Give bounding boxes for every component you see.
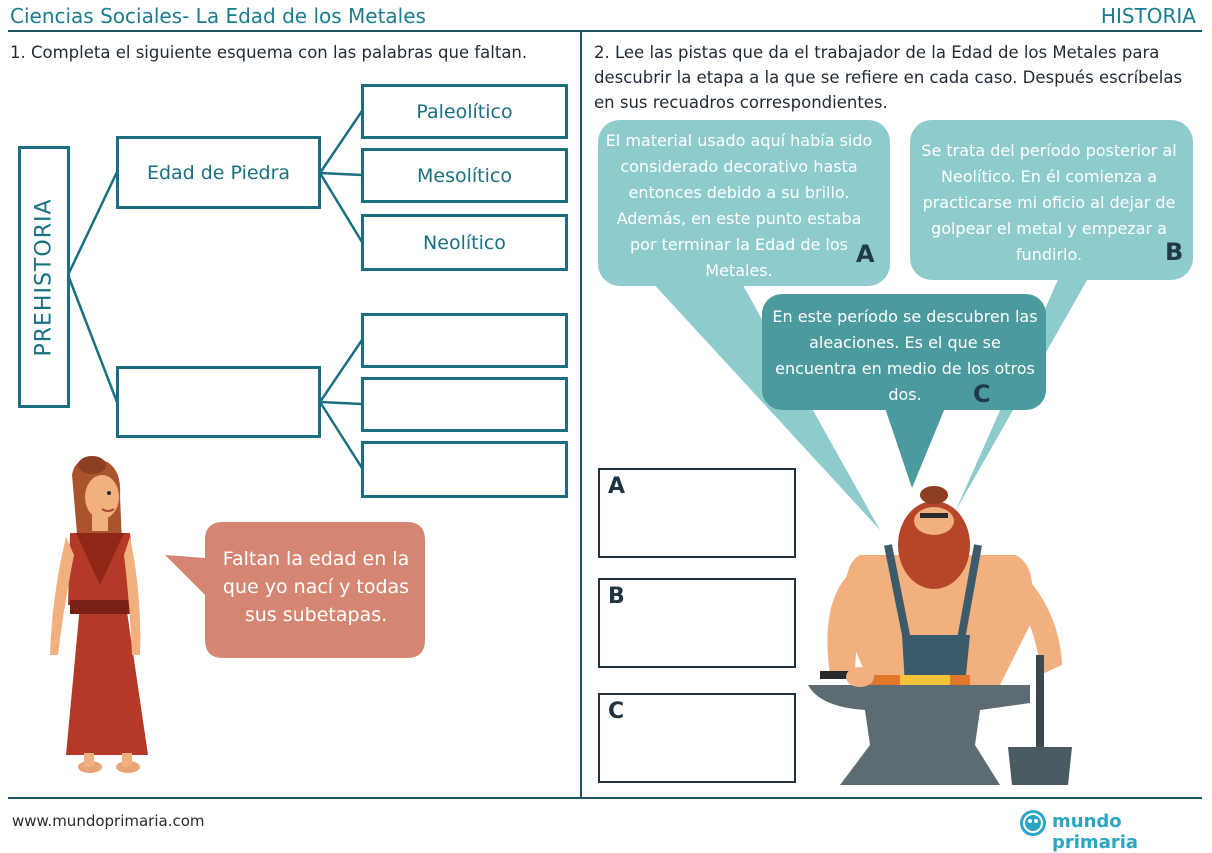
answer-box-c[interactable]: C (598, 693, 796, 783)
clue-a-letter: A (856, 240, 875, 268)
clue-c-letter: C (973, 380, 991, 408)
header-divider (8, 30, 1202, 32)
branch2-blank-box[interactable] (116, 366, 321, 438)
subbranch2-blank-3[interactable] (361, 441, 568, 498)
prehistoric-woman-illustration (50, 456, 148, 773)
subbranch-label: Mesolítico (417, 164, 512, 187)
subbranch2-blank-1[interactable] (361, 313, 568, 368)
prehistoria-label: PREHISTORIA (31, 197, 57, 357)
answer-label-c: C (608, 699, 625, 724)
subbranch2-blank-2[interactable] (361, 377, 568, 432)
clue-b-letter: B (1165, 238, 1184, 266)
section1-instruction: 1. Completa el siguiente esquema con las… (10, 43, 528, 62)
clue-b-text: Se trata del período posterior al Neolít… (921, 141, 1177, 264)
branch1-label: Edad de Piedra (146, 161, 291, 184)
blacksmith-illustration (808, 486, 1072, 785)
subject-label: HISTORIA (1100, 4, 1196, 28)
prehistoria-box: PREHISTORIA (18, 146, 70, 408)
subbranch-label: Neolítico (423, 231, 506, 254)
subbranch-neolitico: Neolítico (361, 214, 568, 271)
column-divider (580, 32, 582, 798)
clue-a-text: El material usado aquí había sido consid… (605, 131, 873, 280)
woman-speech-bubble (165, 522, 425, 658)
woman-speech-text: Faltan la edad en la que yo nací y todas… (222, 548, 410, 626)
footer-website: www.mundoprimaria.com (12, 812, 205, 830)
scheme-connectors (66, 110, 364, 469)
answer-label-a: A (608, 474, 626, 499)
subbranch-label: Paleolítico (416, 100, 513, 123)
section2-instruction: 2. Lee las pistas que da el trabajador d… (594, 43, 1183, 112)
footer-brand: mundo primaria (1052, 811, 1139, 853)
answer-box-b[interactable]: B (598, 578, 796, 668)
footer-divider (8, 797, 1202, 799)
subbranch-mesolitico: Mesolítico (361, 148, 568, 203)
answer-label-b: B (608, 584, 625, 609)
branch-edad-de-piedra: Edad de Piedra (116, 136, 321, 209)
clue-bubbles (598, 120, 1193, 530)
answer-box-a[interactable]: A (598, 468, 796, 558)
clue-c-text: En este período se descubren las aleacio… (772, 307, 1038, 404)
subbranch-paleolitico: Paleolítico (361, 84, 568, 139)
mundo-primaria-logo-icon (1018, 808, 1048, 838)
worksheet-title: Ciencias Sociales- La Edad de los Metale… (10, 4, 426, 28)
